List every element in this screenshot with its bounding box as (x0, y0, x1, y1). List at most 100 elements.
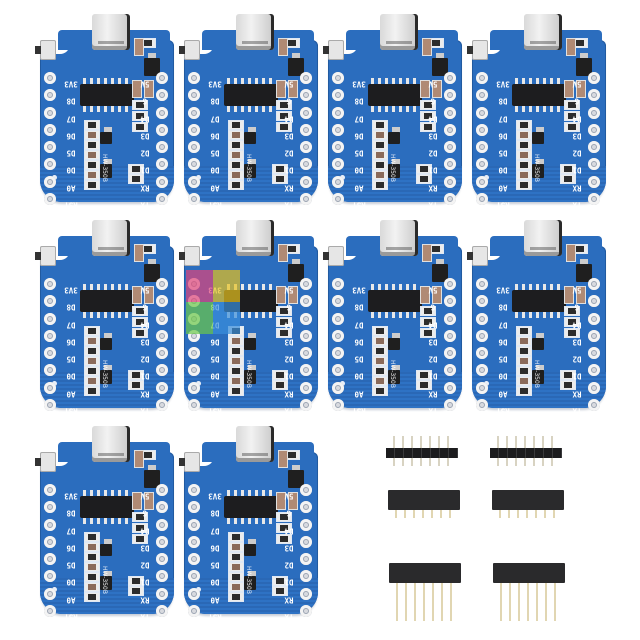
usb-c-connector (92, 426, 130, 462)
pin-label: D0 (498, 371, 508, 381)
reset-switch (323, 246, 344, 266)
pin-label: D6 (210, 131, 220, 141)
pin-label: D7 (354, 113, 364, 123)
smd-component (228, 160, 244, 170)
board-silkscreen: HW-350B (101, 154, 108, 182)
chip-pins (83, 518, 131, 524)
pin-label: D5 (210, 560, 220, 570)
pin-pad (300, 141, 312, 154)
capacitor (134, 450, 144, 468)
board-silkscreen: HW-350B (245, 154, 252, 182)
pin-pads-right (156, 278, 170, 416)
pin-label: G (142, 96, 148, 106)
pin-pad (188, 605, 200, 618)
capacitor (576, 286, 586, 304)
pin-label: D2 (284, 560, 294, 570)
pin-label: G (574, 96, 580, 106)
pin-label: D2 (284, 354, 294, 364)
pin-label: TX (284, 406, 294, 416)
smd-component (516, 150, 532, 160)
ch340-chip (80, 78, 134, 112)
pin-label: D2 (428, 148, 438, 158)
pin-pad (188, 141, 200, 154)
pin-pads-right (588, 278, 602, 416)
voltage-regulator (288, 53, 304, 76)
capacitor (422, 244, 432, 262)
pin-label: D1 (284, 371, 294, 381)
pin-label: RST (208, 406, 222, 416)
smd-component (516, 386, 532, 396)
pin-pad (156, 501, 168, 514)
pin-label: A0 (210, 389, 220, 399)
smd-component (228, 150, 244, 160)
pin-pad (476, 158, 488, 171)
pin-label: A0 (210, 183, 220, 193)
pin-label: D2 (140, 560, 150, 570)
smd-component (372, 366, 388, 376)
pin-pad (188, 553, 200, 566)
reset-switch (179, 246, 200, 266)
pin-label: RST (496, 200, 510, 210)
pin-pad (444, 89, 456, 102)
pin-pad (44, 364, 56, 377)
pin-label: D2 (572, 354, 582, 364)
smd-component (228, 552, 244, 562)
smd-component (564, 100, 580, 110)
pin-label: D2 (572, 148, 582, 158)
pin-pad (300, 570, 312, 583)
header-body (389, 563, 461, 583)
pin-label: TX (428, 200, 438, 210)
pin-pad (300, 364, 312, 377)
pin-pad (156, 89, 168, 102)
smd-component (416, 370, 432, 380)
pin-label: D8 (498, 302, 508, 312)
pin-label: D6 (498, 337, 508, 347)
pin-pad (476, 123, 488, 136)
pin-pad (44, 484, 56, 496)
reset-switch (35, 40, 56, 60)
smd-component (516, 170, 532, 180)
pin-pad (332, 381, 344, 394)
smd-component (516, 180, 532, 190)
pin-label: RST (64, 612, 78, 622)
pin-pad (476, 141, 488, 154)
smd-component (276, 523, 292, 533)
pin-label: 5V (572, 79, 582, 89)
pin-pads-right (444, 278, 458, 416)
pin-label: 5V (284, 285, 294, 295)
pin-label: D5 (66, 148, 76, 158)
pin-pad (444, 347, 456, 360)
pin-pad (444, 193, 456, 206)
pin-pads-left (44, 278, 58, 416)
smd-component (272, 586, 288, 596)
usb-c-connector (380, 14, 418, 50)
pin-pad (300, 106, 312, 119)
capacitor (422, 38, 432, 56)
smd-component (84, 346, 100, 356)
smd-component (228, 366, 244, 376)
capacitor (144, 286, 154, 304)
pin-label: RST (208, 200, 222, 210)
pin-label: D6 (66, 337, 76, 347)
pin-pad (444, 106, 456, 119)
pin-pad (332, 193, 344, 206)
pin-label: RX (284, 595, 294, 605)
smd-component (128, 174, 144, 184)
pin-pad (188, 158, 200, 171)
transistor (532, 365, 544, 384)
pin-label: D1 (284, 577, 294, 587)
pin-pad (300, 72, 312, 84)
voltage-regulator (288, 465, 304, 488)
reset-switch (323, 40, 344, 60)
pin-pads-right (156, 484, 170, 622)
pin-pad (300, 501, 312, 514)
capacitor (564, 286, 574, 304)
pin-label: D8 (66, 302, 76, 312)
pin-pad (188, 106, 200, 119)
pin-label: 5V (140, 79, 150, 89)
pin-pad (332, 158, 344, 171)
header-body (386, 448, 458, 458)
pin-label: D0 (210, 577, 220, 587)
